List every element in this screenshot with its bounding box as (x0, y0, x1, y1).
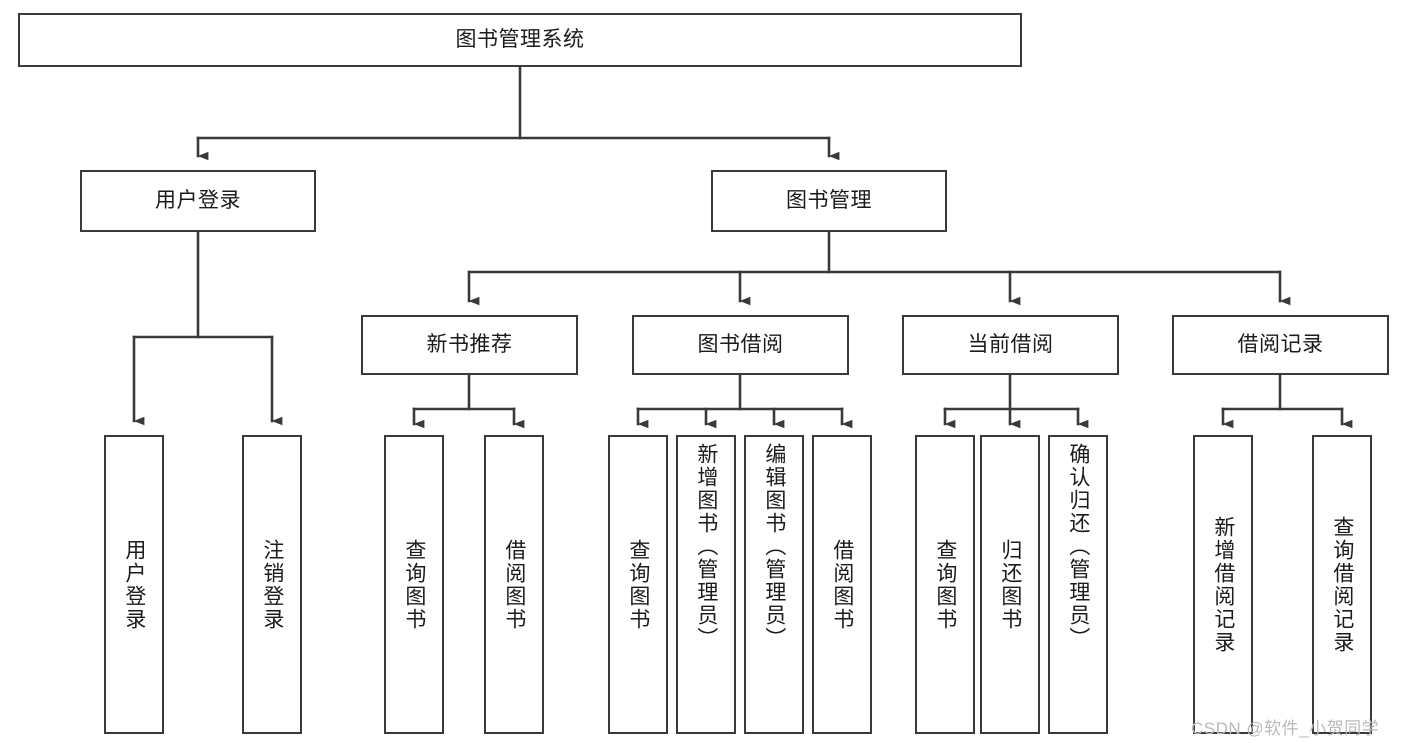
node-label-leaf-return-book: 归还图书 (998, 538, 1022, 631)
node-leaf-add-record[interactable]: 新增借阅记录 (1193, 435, 1253, 734)
node-leaf-query-book-3[interactable]: 查询图书 (915, 435, 975, 734)
node-user-login[interactable]: 用户登录 (80, 170, 316, 232)
node-label-book-management: 图书管理 (786, 188, 872, 212)
node-leaf-add-book[interactable]: 新增图书（管理员） (676, 435, 736, 734)
node-label-new-book-recommend: 新书推荐 (426, 332, 513, 356)
node-label-user-login: 用户登录 (155, 188, 241, 212)
node-root-book-management-system[interactable]: 图书管理系统 (18, 13, 1022, 67)
node-leaf-user-login[interactable]: 用户登录 (104, 435, 164, 734)
node-label-leaf-logout-login: 注销登录 (260, 538, 284, 631)
node-borrow-record[interactable]: 借阅记录 (1172, 315, 1389, 375)
node-label-leaf-confirm-return: 确认归还（管理员） (1066, 443, 1090, 650)
node-label-current-borrow: 当前借阅 (967, 332, 1054, 356)
node-leaf-query-record[interactable]: 查询借阅记录 (1312, 435, 1372, 734)
node-book-management[interactable]: 图书管理 (711, 170, 947, 232)
node-label-leaf-query-record: 查询借阅记录 (1330, 515, 1354, 654)
node-leaf-edit-book[interactable]: 编辑图书（管理员） (744, 435, 804, 734)
node-label-root: 图书管理系统 (455, 27, 585, 51)
node-label-leaf-query-book-3: 查询图书 (933, 538, 957, 631)
node-label-leaf-add-book: 新增图书（管理员） (694, 443, 718, 650)
node-current-borrow[interactable]: 当前借阅 (902, 315, 1119, 375)
node-label-book-borrow: 图书借阅 (697, 332, 784, 356)
node-label-leaf-query-book-2: 查询图书 (626, 538, 650, 631)
node-label-leaf-add-record: 新增借阅记录 (1211, 515, 1235, 654)
node-label-leaf-borrow-book-2: 借阅图书 (830, 538, 854, 631)
node-leaf-borrow-book-2[interactable]: 借阅图书 (812, 435, 872, 734)
node-new-book-recommend[interactable]: 新书推荐 (361, 315, 578, 375)
node-label-leaf-borrow-book-1: 借阅图书 (502, 538, 526, 631)
node-book-borrow[interactable]: 图书借阅 (632, 315, 849, 375)
node-label-leaf-user-login: 用户登录 (122, 538, 146, 631)
node-leaf-query-book-2[interactable]: 查询图书 (608, 435, 668, 734)
node-label-leaf-query-book-1: 查询图书 (402, 538, 426, 631)
node-leaf-borrow-book-1[interactable]: 借阅图书 (484, 435, 544, 734)
node-label-leaf-edit-book: 编辑图书（管理员） (762, 443, 786, 650)
node-leaf-query-book-1[interactable]: 查询图书 (384, 435, 444, 734)
node-label-borrow-record: 借阅记录 (1237, 332, 1324, 356)
node-leaf-return-book[interactable]: 归还图书 (980, 435, 1040, 734)
node-leaf-logout-login[interactable]: 注销登录 (242, 435, 302, 734)
node-leaf-confirm-return[interactable]: 确认归还（管理员） (1048, 435, 1108, 734)
